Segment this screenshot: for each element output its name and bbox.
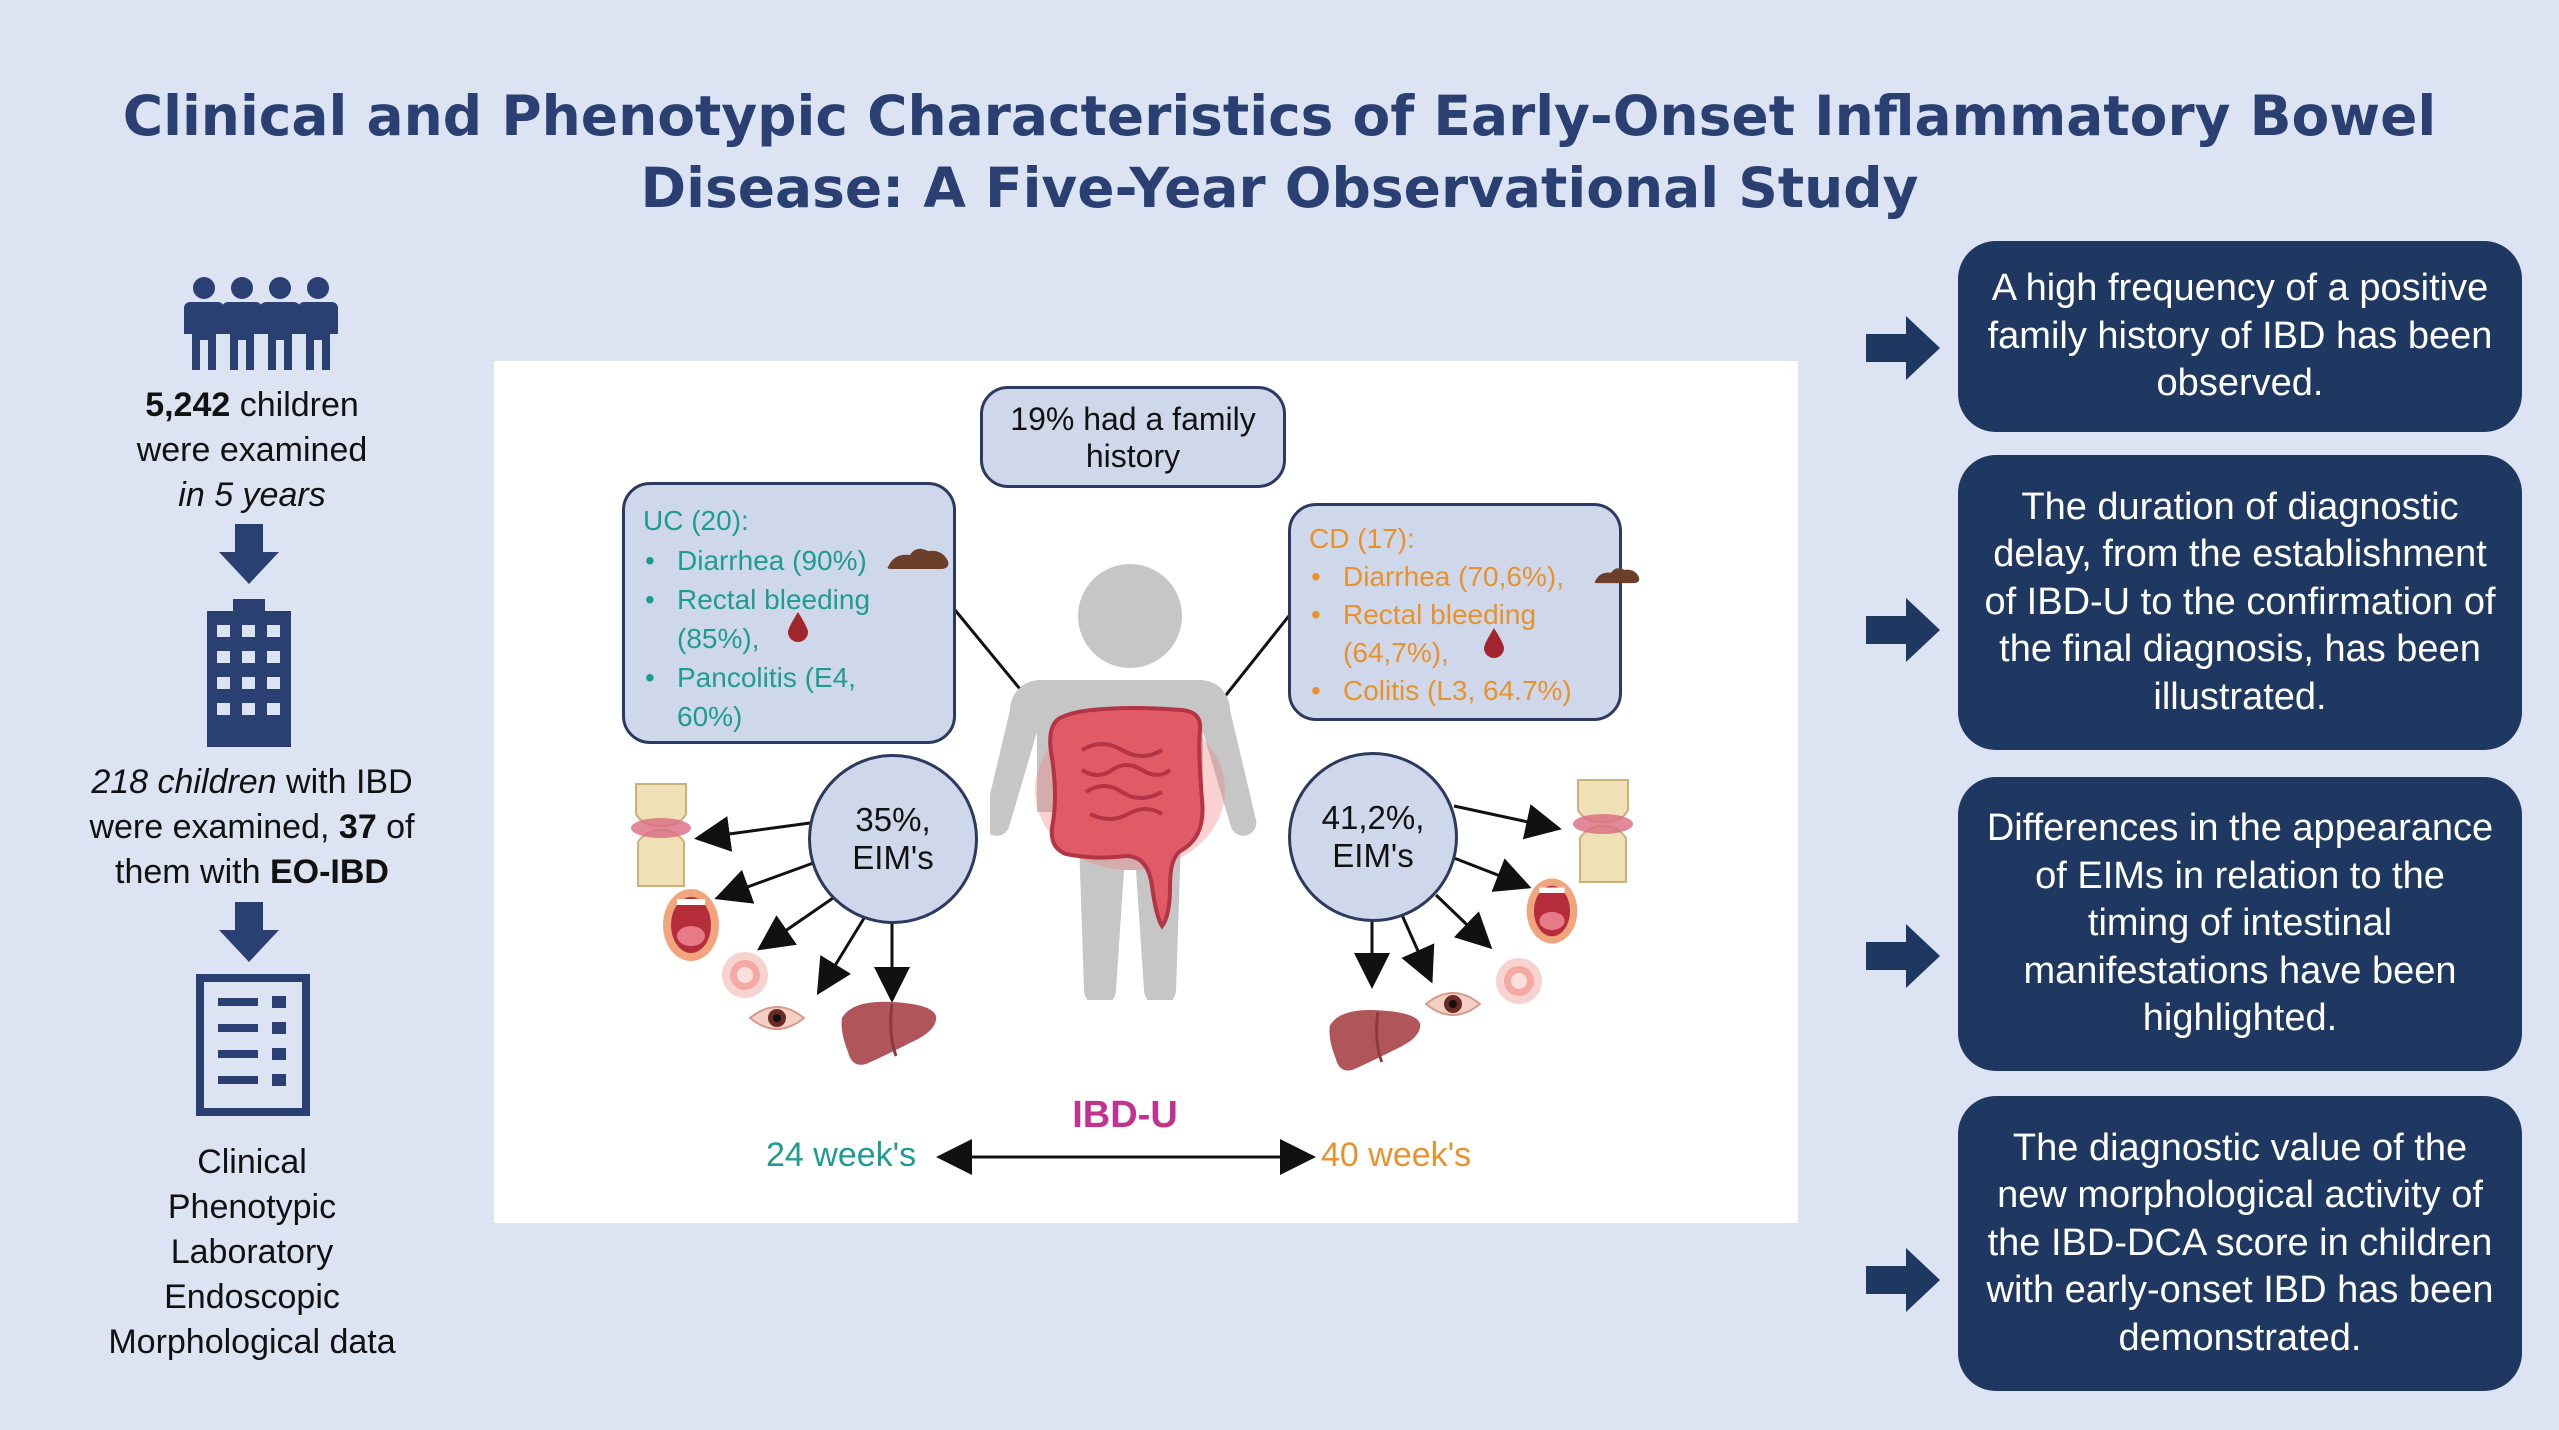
data-types-list: Clinical Phenotypic Laboratory Endoscopi… (62, 1140, 442, 1365)
right-arrow-icon (1866, 1248, 1940, 1312)
human-body-intestine-icon (990, 564, 1257, 1000)
weeks-right-label: 40 week's (1321, 1136, 1472, 1174)
cd-header: CD (17): (1309, 523, 1415, 554)
uc-bleeding-text: Rectal bleeding (677, 584, 871, 615)
data-type-item: Endoscopic (164, 1278, 340, 1316)
finding-text: A high frequency of a positive family hi… (1987, 267, 2493, 405)
mouth-icon (663, 889, 719, 961)
children-examined-text: 5,242 children were examined in 5 years (82, 383, 422, 518)
years-line: in 5 years (178, 476, 326, 514)
family-history-bubble: 19% had a family history (980, 386, 1286, 488)
blood-drop-icon (1484, 628, 1504, 658)
family-history-line-1: 19% had a family (1010, 401, 1256, 437)
down-arrow-icon (219, 524, 279, 584)
uc-bleeding-pct: (85%), (677, 623, 760, 654)
eim-right-line-1: 41,2%, (1321, 799, 1425, 836)
uc-header: UC (20): (643, 505, 749, 536)
eye-icon (748, 1006, 806, 1030)
down-arrow-icon (219, 902, 279, 962)
uc-pancolitis-text: Pancolitis (E4, (677, 662, 856, 693)
ibd-children-text: 218 children with IBD were examined, 37 … (82, 760, 422, 895)
stool-icon (1594, 568, 1640, 584)
right-arrow-icon (1866, 316, 1940, 380)
title-line-1: Clinical and Phenotypic Characteristics … (122, 84, 2437, 148)
examined-line: were examined (136, 431, 368, 469)
joint-icon (631, 783, 691, 887)
cd-colitis-text: Colitis (L3, 64.7%) (1343, 675, 1572, 706)
eo-ibd-label: EO-IBD (269, 853, 389, 891)
them-with-text: them with (115, 853, 270, 891)
liver-icon (841, 1001, 937, 1065)
joint-icon (1573, 779, 1633, 883)
ibdu-label: IBD-U (1072, 1094, 1178, 1136)
weeks-left-label: 24 week's (766, 1136, 917, 1174)
uc-item-diarrhea: Diarrhea (90%) (625, 541, 953, 580)
eim-left-line-2: EIM's (852, 839, 934, 876)
data-type-item: Morphological data (108, 1323, 396, 1361)
data-type-item: Laboratory (170, 1233, 334, 1271)
finding-box-ibd-dca-score: The diagnostic value of the new morpholo… (1958, 1096, 2522, 1391)
cd-bleeding-pct: (64,7%), (1343, 637, 1449, 668)
page-title: Clinical and Phenotypic Characteristics … (0, 80, 2559, 224)
family-history-line-2: history (1085, 438, 1181, 474)
cd-item-diarrhea: Diarrhea (70,6%), (1291, 558, 1619, 596)
examined-of-text: were examined, (89, 808, 339, 846)
eim-left-circle: 35%, EIM's (808, 754, 978, 924)
cd-symptoms-bubble: CD (17): Diarrhea (70,6%), Rectal bleedi… (1288, 503, 1622, 721)
data-type-item: Phenotypic (167, 1188, 337, 1226)
finding-box-diagnostic-delay: The duration of diagnostic delay, from t… (1958, 455, 2522, 750)
uc-item-pancolitis: Pancolitis (E4, 60%) (625, 658, 953, 736)
ibd-children-count: 218 children (91, 763, 277, 801)
title-line-2: Disease: A Five-Year Observational Study (640, 156, 1919, 220)
cd-item-rectal-bleeding: Rectal bleeding (64,7%), (1291, 596, 1619, 672)
eo-count: 37 (338, 808, 377, 846)
blood-drop-icon (788, 612, 808, 642)
liver-icon (1329, 1010, 1421, 1071)
skin-lesion-icon (1496, 958, 1542, 1004)
uc-symptoms-bubble: UC (20): Diarrhea (90%) Rectal bleeding (… (622, 482, 956, 744)
eye-icon (1424, 992, 1482, 1016)
cd-item-colitis: Colitis (L3, 64.7%) (1291, 672, 1619, 710)
finding-text: Differences in the appearance of EIMs in… (1986, 807, 2494, 1040)
children-count: 5,242 (145, 386, 231, 424)
uc-diarrhea-text: Diarrhea (90%) (677, 545, 867, 576)
children-suffix: children (230, 386, 359, 424)
finding-text: The diagnostic value of the new morpholo… (1986, 1126, 2494, 1359)
right-arrow-icon (1866, 924, 1940, 988)
right-arrow-icon (1866, 598, 1940, 662)
data-type-item: Clinical (197, 1143, 307, 1181)
eim-right-circle: 41,2%, EIM's (1288, 752, 1458, 922)
of-text: of (376, 808, 415, 846)
eim-left-line-1: 35%, (855, 801, 931, 838)
cd-diarrhea-text: Diarrhea (70,6%), (1343, 561, 1564, 592)
skin-lesion-icon (722, 952, 768, 998)
clipboard-list-icon (196, 974, 310, 1116)
eim-right-line-2: EIM's (1332, 837, 1414, 874)
finding-box-family-history: A high frequency of a positive family hi… (1958, 241, 2522, 432)
uc-pancolitis-pct: 60%) (677, 701, 743, 732)
ibd-suffix: with IBD (276, 763, 413, 801)
uc-item-rectal-bleeding: Rectal bleeding (85%), (625, 580, 953, 658)
hospital-building-icon (207, 599, 291, 747)
children-group-icon (184, 277, 338, 370)
mouth-icon (1526, 878, 1578, 944)
cd-bleeding-text: Rectal bleeding (1343, 599, 1537, 630)
finding-text: The duration of diagnostic delay, from t… (1984, 485, 2496, 718)
finding-box-eim-timing: Differences in the appearance of EIMs in… (1958, 777, 2522, 1071)
stool-icon (887, 548, 949, 569)
